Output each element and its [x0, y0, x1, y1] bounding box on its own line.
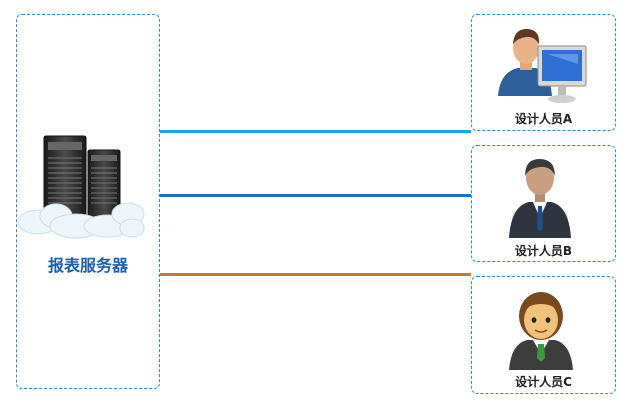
designer-at-computer-icon	[498, 28, 587, 103]
connection-line-b	[160, 194, 471, 197]
cartoon-person-icon	[509, 292, 573, 370]
designer-a-panel	[471, 14, 616, 131]
server-label: 报表服务器	[47, 256, 128, 275]
server-panel	[16, 14, 160, 389]
connection-line-a	[160, 130, 471, 133]
designer-c-label: 设计人员C	[515, 375, 572, 389]
server-icon	[17, 135, 145, 239]
designer-c-panel	[471, 276, 616, 394]
designer-a-label: 设计人员A	[514, 112, 573, 126]
connection-line-c	[160, 273, 471, 276]
designer-b-label: 设计人员B	[514, 244, 573, 258]
designer-b-panel	[471, 145, 616, 262]
businessman-icon	[509, 158, 571, 238]
